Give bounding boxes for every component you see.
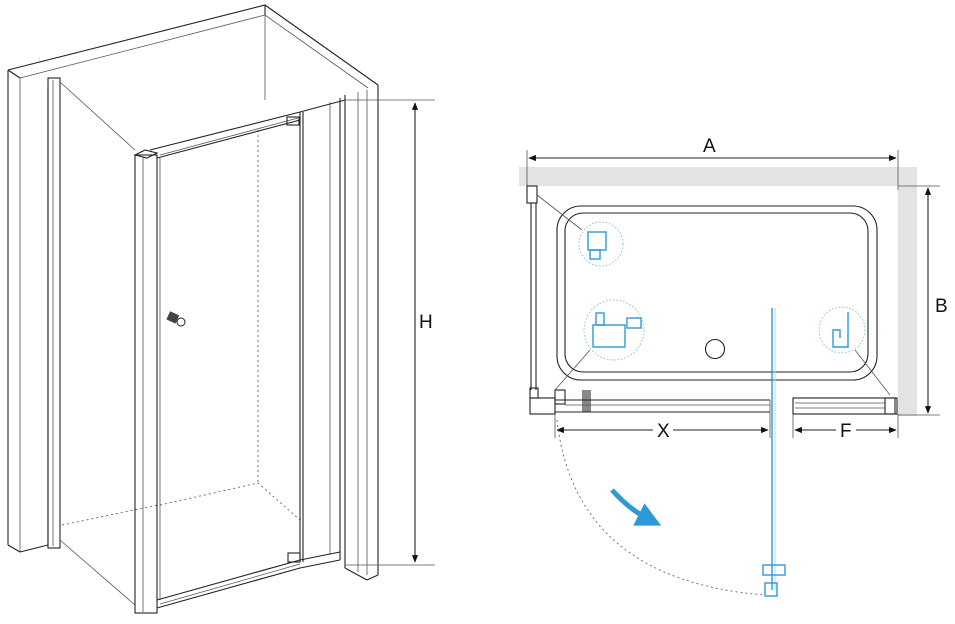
top-rail	[149, 99, 346, 159]
door-opening-label: X	[657, 421, 670, 442]
detail-callout-hinge	[554, 299, 645, 391]
floor-outline	[61, 130, 301, 526]
fixed-panel	[329, 98, 341, 560]
height-label: H	[419, 312, 433, 333]
door-handle-icon	[166, 311, 186, 327]
bottom-rail	[156, 551, 341, 609]
side-glass-panel	[47, 77, 136, 606]
fixed-panel-dimension: F	[792, 414, 899, 442]
swing-arrow-icon	[610, 488, 662, 526]
side-panel-plan	[526, 185, 591, 415]
shower-tray	[556, 205, 878, 381]
width-label: A	[703, 136, 716, 157]
hinge-icon	[582, 390, 591, 412]
detail-callout-seal	[818, 306, 891, 396]
door-glass	[159, 112, 304, 600]
back-wall	[519, 167, 917, 186]
depth-dimension: B	[898, 185, 948, 416]
fixed-panel-label: F	[840, 421, 852, 442]
height-dimension: H	[345, 99, 435, 566]
open-door	[556, 308, 786, 597]
width-dimension: A	[526, 136, 899, 190]
drain-icon	[704, 338, 726, 360]
depth-label: B	[935, 296, 948, 317]
front-rail-plan	[555, 397, 898, 415]
isometric-view: H	[7, 4, 435, 614]
front-post	[133, 149, 159, 614]
wall-outline	[7, 4, 379, 581]
side-wall	[898, 186, 917, 416]
detail-callout-wall-profile	[536, 194, 624, 267]
plan-view: A B	[519, 136, 948, 597]
door-opening-dimension: X	[554, 400, 771, 442]
